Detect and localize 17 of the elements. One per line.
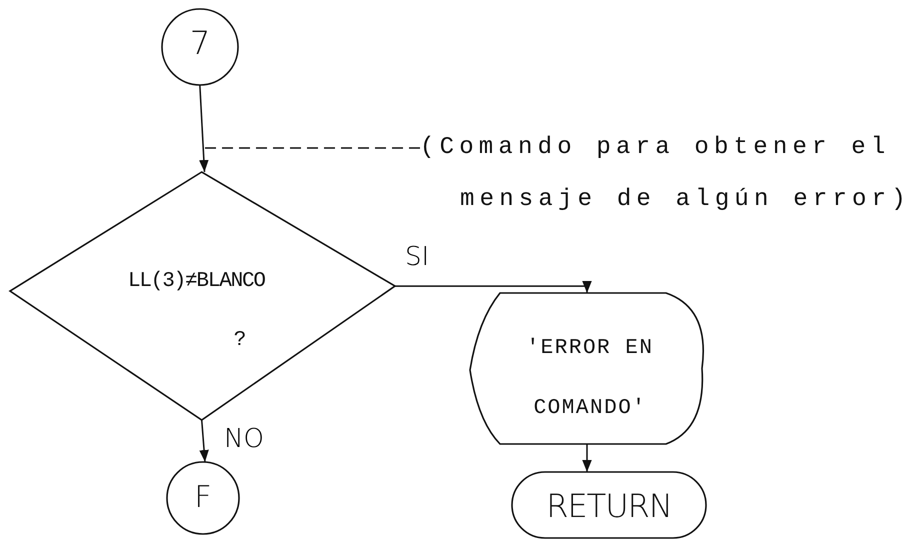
node-label: RETURN	[545, 486, 673, 527]
leader-line	[203, 147, 420, 149]
connector-circle	[167, 462, 239, 534]
node-label: LL(3)≠BLANCO	[128, 269, 266, 295]
display-shape	[470, 293, 702, 444]
node-label: F	[193, 479, 213, 517]
node-label: 7	[188, 23, 212, 64]
annotation-text: (Comando para obtener el mensaje de algún error)	[420, 122, 916, 226]
terminal-shape	[512, 472, 706, 538]
question-mark: ?	[232, 328, 248, 354]
arrow	[395, 281, 592, 293]
arrow	[199, 84, 209, 172]
connector-circle	[162, 9, 238, 85]
arrow	[582, 444, 592, 472]
arrow	[199, 420, 209, 462]
node-label: 'ERROR EN COMANDO'	[526, 336, 654, 422]
decision-diamond	[10, 172, 395, 420]
